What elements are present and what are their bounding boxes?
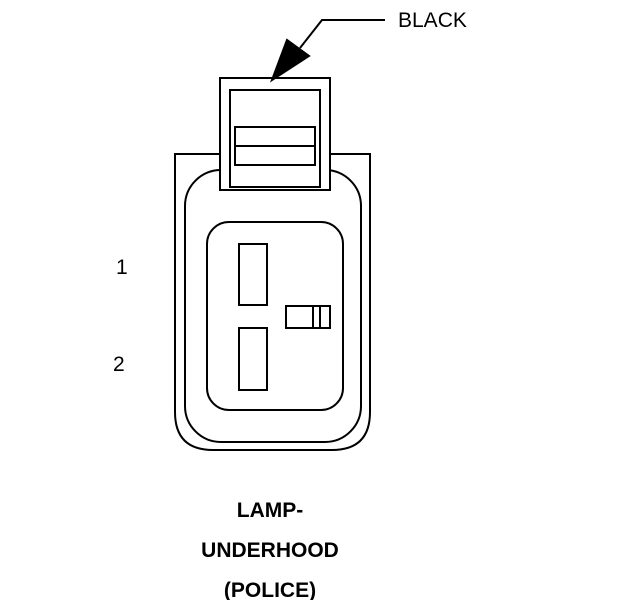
caption-line-3: (POLICE) xyxy=(223,579,317,600)
pin-number-1: 1 xyxy=(116,256,128,279)
callout-leader xyxy=(269,19,385,83)
caption-line-1: LAMP- xyxy=(236,499,304,522)
connector-caption: LAMP- UNDERHOOD (POLICE) xyxy=(170,491,370,600)
wire-color-label: BLACK xyxy=(398,9,467,32)
terminal-cavity-1 xyxy=(238,243,268,306)
terminal-cavity-2 xyxy=(238,327,268,391)
polarizing-key xyxy=(285,305,331,329)
pin-number-2: 2 xyxy=(113,353,125,376)
connector-housing xyxy=(174,153,371,451)
connector-face xyxy=(206,221,344,411)
locking-tab xyxy=(219,77,331,191)
caption-line-2: UNDERHOOD xyxy=(201,539,339,562)
